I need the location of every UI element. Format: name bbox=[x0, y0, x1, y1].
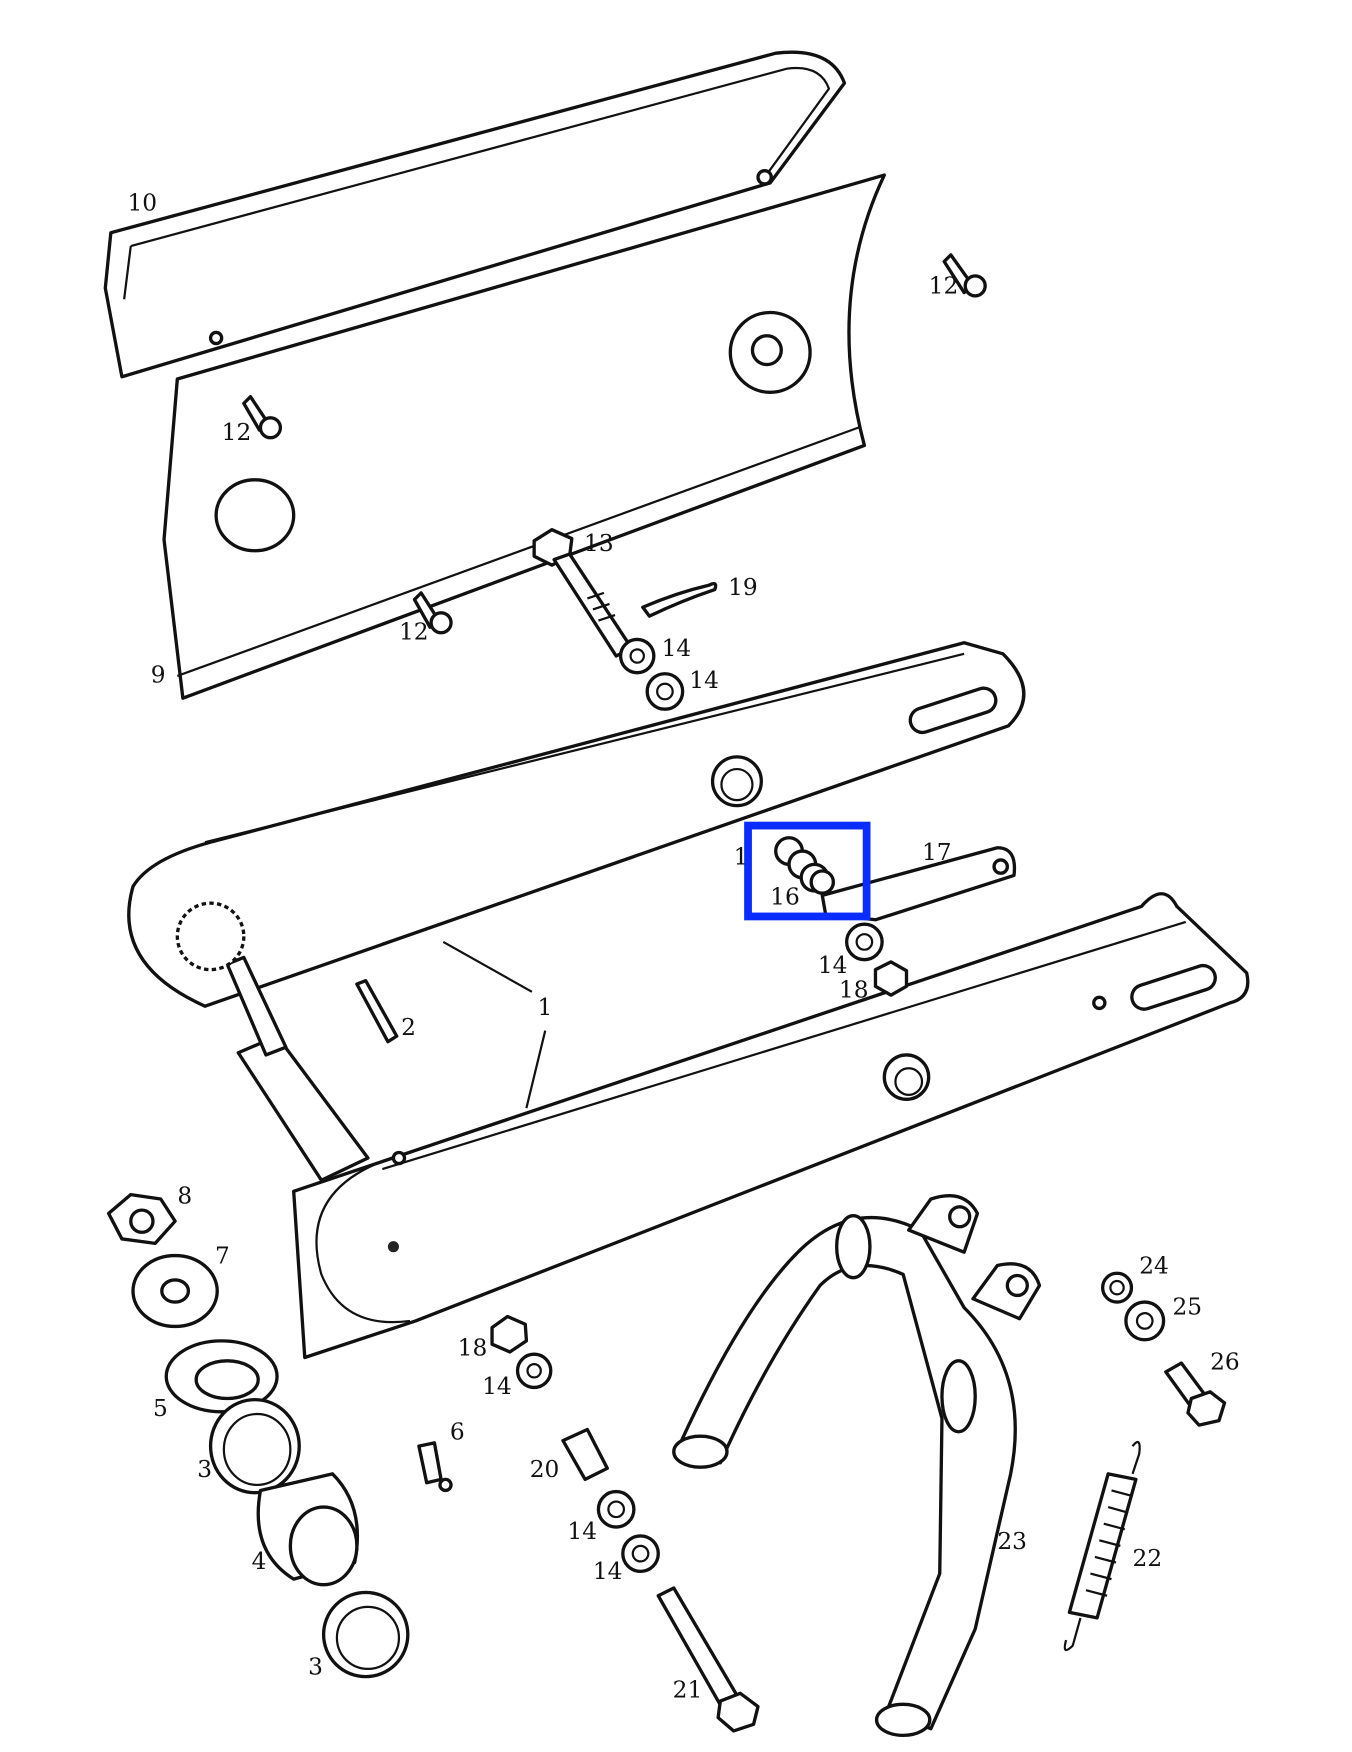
label-12: 12 bbox=[222, 419, 252, 446]
label-4: 4 bbox=[252, 1548, 267, 1575]
pivot-parts bbox=[490, 1314, 760, 1733]
label-14: 14 bbox=[482, 1373, 512, 1400]
label-14: 14 bbox=[689, 667, 719, 694]
label-2: 2 bbox=[401, 1014, 416, 1041]
label-12: 12 bbox=[399, 618, 429, 645]
stand-bolt-parts bbox=[1100, 1271, 1227, 1427]
highlight-box bbox=[744, 821, 871, 921]
screw-icon bbox=[242, 253, 987, 635]
bushing-stack bbox=[106, 1192, 410, 1679]
label-5: 5 bbox=[153, 1395, 168, 1422]
chain-guard-top-channel bbox=[103, 50, 847, 379]
shaft-sprocket bbox=[175, 901, 399, 1182]
return-spring bbox=[1063, 1440, 1141, 1652]
label-3: 3 bbox=[197, 1456, 212, 1483]
swing-arm-upper bbox=[127, 641, 1026, 1008]
swing-arm-lower bbox=[292, 892, 1250, 1360]
label-14: 14 bbox=[593, 1558, 623, 1585]
label-10: 10 bbox=[127, 190, 157, 217]
label-12: 12 bbox=[929, 273, 959, 300]
label-23: 23 bbox=[997, 1528, 1027, 1555]
label-14: 14 bbox=[662, 635, 692, 662]
label-8: 8 bbox=[177, 1182, 192, 1209]
label-24: 24 bbox=[1139, 1252, 1169, 1279]
label-6: 6 bbox=[450, 1418, 465, 1445]
label-1: 1 bbox=[537, 994, 552, 1021]
label-3: 3 bbox=[308, 1653, 323, 1680]
bolt-13 bbox=[532, 528, 718, 711]
label-18: 18 bbox=[839, 976, 869, 1003]
label-19: 19 bbox=[728, 574, 758, 601]
chain-guard-plate bbox=[162, 173, 886, 700]
label-22: 22 bbox=[1133, 1545, 1163, 1572]
label-18: 18 bbox=[458, 1334, 488, 1361]
center-stand bbox=[672, 1194, 1042, 1738]
label-7: 7 bbox=[215, 1242, 230, 1269]
label-20: 20 bbox=[530, 1456, 560, 1483]
label-14: 14 bbox=[818, 952, 848, 979]
leader-line bbox=[442, 940, 547, 1109]
label-13: 13 bbox=[584, 530, 614, 557]
label-16: 16 bbox=[770, 883, 800, 910]
label-25: 25 bbox=[1172, 1293, 1202, 1320]
label-21: 21 bbox=[673, 1677, 703, 1704]
label-26: 26 bbox=[1210, 1349, 1240, 1376]
label-9: 9 bbox=[151, 662, 166, 689]
grease-nipple bbox=[417, 1441, 453, 1493]
label-14: 14 bbox=[567, 1518, 597, 1545]
label-17: 17 bbox=[922, 839, 952, 866]
